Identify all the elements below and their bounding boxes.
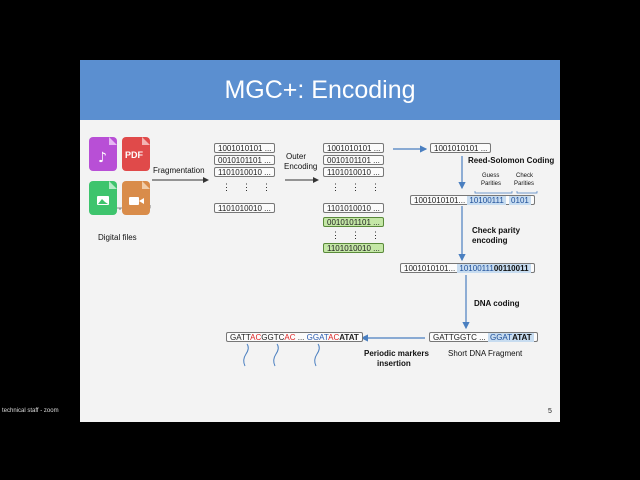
slide: MGC+: Encoding [80, 60, 560, 422]
video-file-icon [122, 181, 150, 215]
vertical-dots: ⋮ [371, 230, 380, 240]
parity-fragment-2: 1101010010 ... [323, 243, 384, 253]
fragment-c2-2: 0010101101 ... [323, 155, 384, 165]
fragment-c1-1: 1001010101 ... [214, 143, 276, 153]
marker-seg: AC [250, 333, 262, 342]
outer-encoding-label-2: Encoding [284, 162, 318, 171]
image-file-icon [89, 181, 117, 215]
dna-seg: GATT [230, 333, 251, 342]
parity-encoded-fragment: 1001010101... 1010011100110011 [400, 263, 535, 273]
fragment-c2-3: 1101010010 ... [323, 167, 384, 177]
periodic-markers-label-2: insertion [377, 359, 411, 368]
selected-fragment: 1001010101 ... [430, 143, 492, 153]
dna-fragment: GATTGGTC ... GGATATAT [429, 332, 538, 342]
dna-suffix: GGATATAT [487, 333, 534, 342]
title-bar: MGC+: Encoding [80, 60, 560, 120]
guess-parities-label-2: Parities [481, 181, 502, 187]
periodic-markers-label-1: Periodic markers [364, 349, 429, 358]
pdf-file-icon: PDF [122, 137, 150, 171]
vertical-dots: ⋮ [242, 182, 251, 192]
reed-solomon-label: Reed-Solomon Coding [468, 156, 555, 165]
outer-encoding-label-1: Outer [286, 152, 307, 161]
rs-encoded-fragment: 1001010101... 10100111 0101 [410, 195, 535, 205]
fragment-c1-2: 0010101101 ... [214, 155, 275, 165]
vertical-dots: ⋮ [331, 230, 340, 240]
marker-seg: AC [328, 333, 340, 342]
fragment-c2-1: 1001010101 ... [323, 143, 385, 153]
check-parities-label-1: Check [516, 173, 534, 179]
slide-title: MGC+: Encoding [224, 76, 416, 104]
vertical-dots: ⋮ [371, 182, 380, 192]
vertical-dots: ⋮ [262, 182, 271, 192]
dna-seg: ... [295, 333, 307, 342]
rs-check-parities: 0101 [509, 196, 531, 205]
marker-seg: AC [284, 333, 296, 342]
encoded-guess-parities: 1010011100110011 [457, 264, 531, 273]
marked-dna-fragment: GATTACGGTCAC ... GGATACATAT [226, 332, 363, 342]
short-dna-fragment-label: Short DNA Fragment [448, 349, 523, 358]
check-parities-label-2: Parities [514, 181, 535, 187]
encoded-data-bits: 1001010101... [404, 264, 456, 273]
dna-seg: GGTC [261, 333, 285, 342]
check-parity-encoding-label-1: Check parity [472, 226, 521, 235]
vertical-dots: ⋮ [351, 230, 360, 240]
guess-parities-label-1: Guess [482, 173, 500, 179]
fragmentation-label: Fragmentation [153, 166, 205, 175]
parity-fragment-1: 0010101101 ... [323, 217, 384, 227]
vertical-dots: ⋮ [222, 182, 231, 192]
digital-files-caption: Digital files [98, 233, 137, 242]
flow-arrows [89, 145, 538, 367]
vertical-dots: ⋮ [351, 182, 360, 192]
fragment-c1-4: 1101010010 ... [214, 203, 275, 213]
fragment-c1-3: 1101010010 ... [214, 167, 275, 177]
vertical-dots: ⋮ [331, 182, 340, 192]
rs-data-bits: 1001010101... [414, 196, 466, 205]
dna-seg: GGAT [306, 333, 329, 342]
music-file-icon: ♪ [89, 137, 117, 171]
check-parity-encoding-label-2: encoding [472, 236, 508, 245]
svg-text:♪: ♪ [98, 150, 107, 166]
rs-guess-parities: 10100111 [467, 196, 506, 205]
dna-seg: ATAT [339, 333, 359, 342]
dna-prefix: GATTGGTC ... [433, 333, 486, 342]
dna-coding-label: DNA coding [474, 299, 520, 308]
pdf-label: PDF [125, 150, 143, 160]
page-number: 5 [548, 408, 552, 415]
participant-name-label: technical staff - zoom [2, 408, 59, 414]
fragment-c2-4: 1101010010 ... [323, 203, 384, 213]
